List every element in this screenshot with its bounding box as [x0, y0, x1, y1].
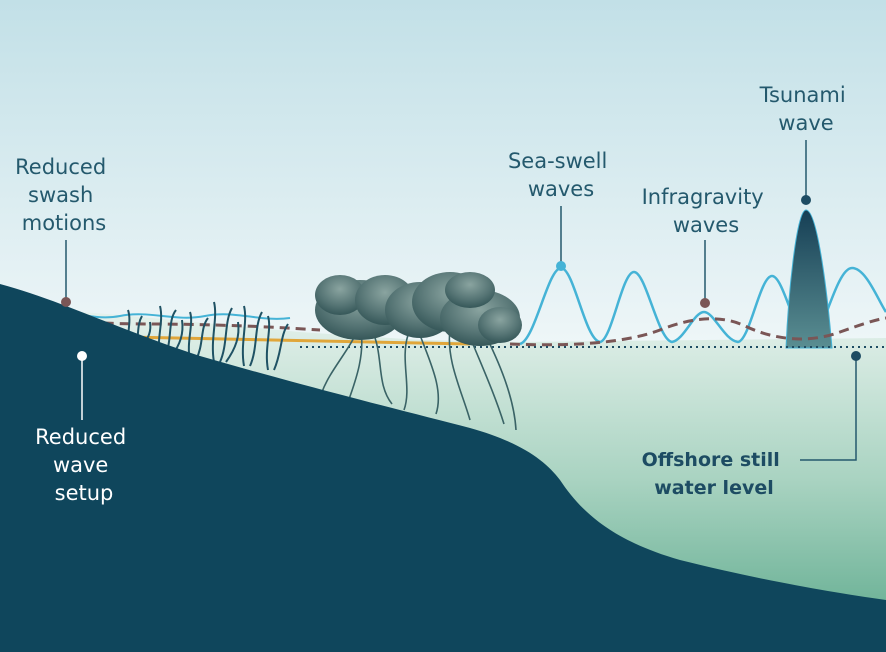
- label-reduced-swash: Reduced swash motions: [15, 155, 113, 235]
- swash-pointer-dot: [61, 297, 71, 307]
- offshore-pointer-line: [800, 360, 857, 461]
- offshore-pointer-dot: [851, 351, 861, 361]
- seabed: [0, 284, 886, 652]
- infragravity-pointer-dot: [700, 298, 710, 308]
- tsunami-wave-shape: [785, 209, 833, 349]
- setup-pointer-dot: [77, 351, 87, 361]
- label-tsunami: Tsunami wave: [759, 83, 853, 135]
- swell-pointer-dot: [556, 261, 566, 271]
- label-offshore-still-water: Offshore still water level: [642, 449, 787, 499]
- label-infragravity: Infragravity waves: [642, 185, 771, 237]
- label-reduced-setup: Reduced wave setup: [35, 425, 133, 505]
- label-sea-swell: Sea-swell waves: [508, 149, 614, 201]
- tsunami-pointer-dot: [801, 195, 811, 205]
- mangrove-trees: [315, 272, 522, 346]
- infragravity-wave-line: [509, 316, 886, 347]
